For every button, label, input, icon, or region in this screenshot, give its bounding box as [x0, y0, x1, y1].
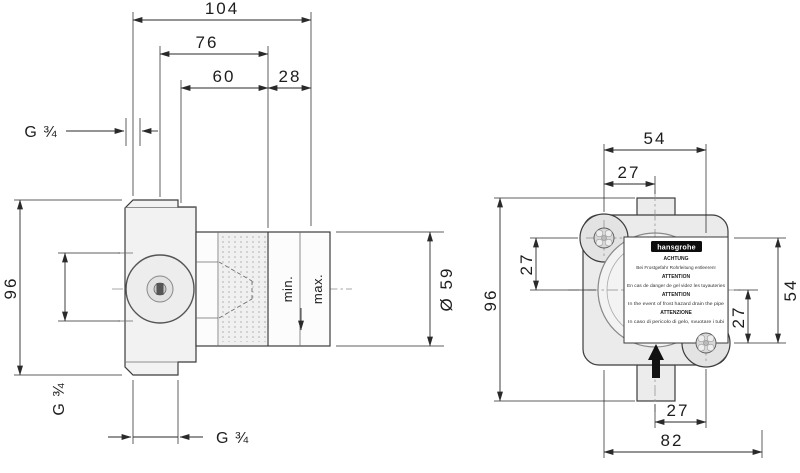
dim-54-top: 54 — [644, 129, 667, 148]
warning-line-2: Bei Frostgefahr Rohrleitung entleeren! — [636, 265, 715, 270]
label-plate — [623, 236, 729, 344]
port-centerline-ticks — [118, 252, 133, 322]
thread-label-bottom: G ¾ — [216, 430, 249, 447]
knurled-section — [219, 233, 267, 345]
warning-line-1: ACHTUNG — [664, 256, 689, 262]
ear-screw-details — [593, 227, 717, 354]
min-depth-label: min. — [280, 276, 295, 303]
dim-76: 76 — [196, 33, 219, 52]
warning-line-3: ATTENTION — [662, 274, 691, 280]
warning-line-5: ATTENTION — [662, 292, 691, 298]
front-view-dimensions: 54 27 96 27 54 27 — [481, 129, 800, 458]
dim-54-right: 54 — [781, 279, 800, 302]
warning-line-6: In the event of frost hazard drain the p… — [628, 301, 724, 306]
dim-28: 28 — [279, 67, 302, 86]
dim-104: 104 — [205, 0, 239, 18]
dim-96-front: 96 — [481, 289, 500, 312]
valve-body-side — [118, 199, 331, 376]
front-view: hansgrohe ACHTUNG Bei Frostgefahr Rohrle… — [481, 129, 800, 458]
thread-label-left: G ¾ — [51, 382, 68, 415]
max-depth-label: max. — [310, 274, 325, 304]
warning-line-4: En cas de danger de gel videz les tuyaut… — [627, 283, 726, 288]
brand-logo-text: hansgrohe — [657, 243, 696, 252]
warning-line-7: ATTENZIONE — [660, 310, 692, 316]
diameter-label: Ø 59 — [437, 267, 456, 312]
dim-27-left: 27 — [517, 253, 536, 276]
thread-label-top: G ¾ — [24, 124, 57, 141]
warning-label: hansgrohe ACHTUNG Bei Frostgefahr Rohrle… — [623, 236, 729, 344]
dim-27-top: 27 — [618, 163, 641, 182]
dim-96-height: 96 — [1, 277, 20, 300]
hidden-bore-lines — [218, 261, 253, 319]
brand-badge — [651, 241, 702, 252]
up-arrow-icon — [648, 344, 664, 378]
screw-icon — [593, 227, 615, 249]
spindle — [156, 283, 164, 295]
side-view-dimensions: 104 76 60 28 G ¾ 96 — [1, 0, 456, 447]
dim-60: 60 — [213, 67, 236, 86]
top-port-boss — [636, 197, 676, 217]
side-view: 104 76 60 28 G ¾ 96 — [1, 0, 456, 447]
dim-82-bottom: 82 — [661, 431, 684, 450]
dim-27-bottom: 27 — [667, 401, 690, 420]
screw-icon — [695, 332, 717, 354]
warning-line-8: In caso di pericolo di gelo, svuotare i … — [628, 319, 724, 324]
dim-27-right: 27 — [729, 306, 748, 329]
